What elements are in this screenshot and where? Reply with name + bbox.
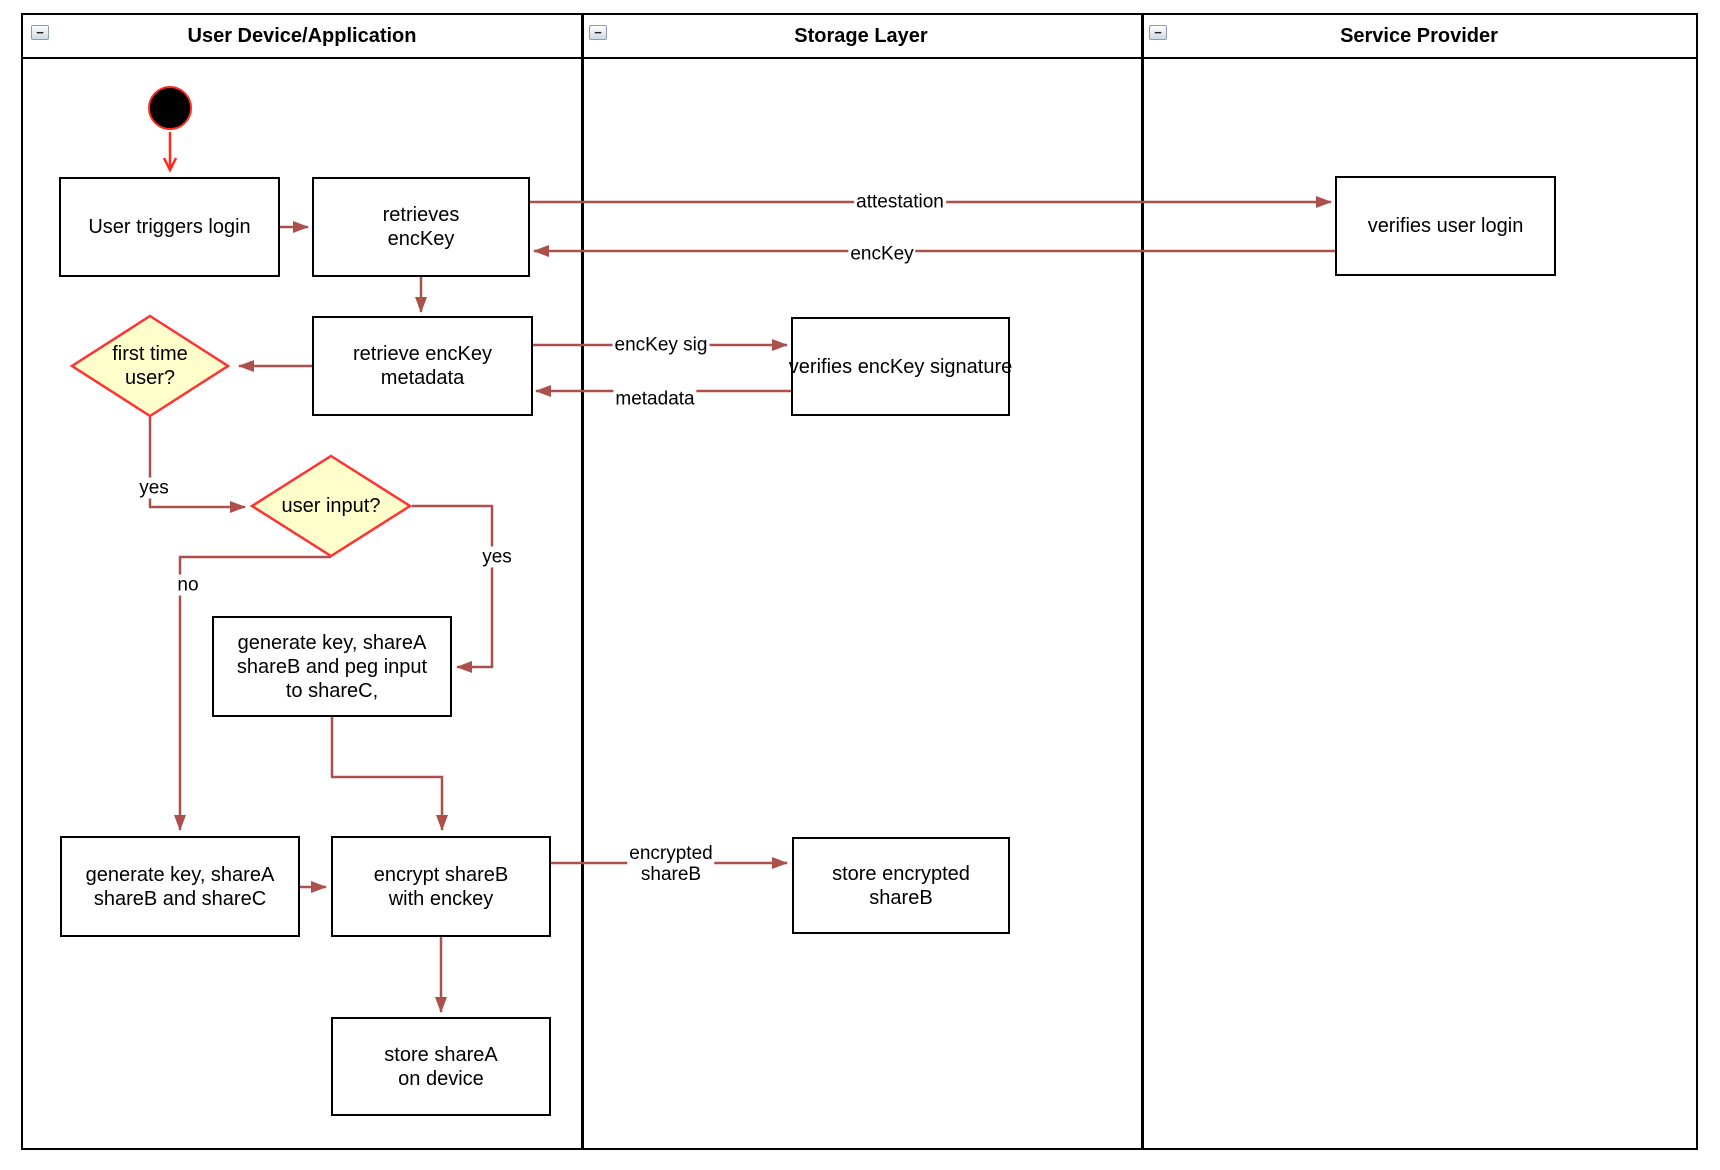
- node-label: user input?: [281, 495, 381, 517]
- lane-title-service-provider[interactable]: Service Provider: [1340, 24, 1498, 47]
- edge-label-yes-first-time[interactable]: yes: [137, 477, 171, 499]
- edge-label-metadata[interactable]: metadata: [613, 388, 697, 410]
- lane-divider-1: [581, 15, 584, 1148]
- lane-title-storage-layer[interactable]: Storage Layer: [794, 24, 928, 47]
- node-verifies-user-login[interactable]: verifies user login: [1335, 176, 1556, 276]
- node-label: store shareA on device: [384, 1043, 498, 1090]
- node-encrypt-shareb[interactable]: encrypt shareB with enckey: [331, 836, 551, 937]
- edge-label-enckey[interactable]: encKey: [848, 243, 916, 265]
- diamond-shape: [70, 314, 230, 418]
- node-label: encrypt shareB with enckey: [373, 863, 509, 910]
- decision-user-input[interactable]: user input?: [250, 454, 412, 558]
- edge-user-input-no[interactable]: [174, 555, 331, 831]
- node-label: generate key, shareA shareB and shareC: [85, 863, 275, 910]
- node-store-sharea[interactable]: store shareA on device: [331, 1017, 551, 1116]
- collapse-lane-icon[interactable]: −: [589, 25, 607, 40]
- collapse-lane-icon[interactable]: −: [1149, 25, 1167, 40]
- edge-first-time-yes[interactable]: [148, 417, 246, 513]
- lane-title-user-device[interactable]: User Device/Application: [187, 24, 417, 47]
- edge-label-no-user-input[interactable]: no: [175, 574, 201, 596]
- node-label: verifies encKey signature: [788, 355, 1013, 378]
- node-verifies-enckey-signature[interactable]: verifies encKey signature: [788, 317, 1013, 416]
- node-generate-key-sharec[interactable]: generate key, shareA shareB and shareC: [60, 836, 300, 937]
- node-generate-key-peg-input[interactable]: generate key, shareA shareB and peg inpu…: [212, 616, 452, 717]
- node-label: store encrypted shareB: [832, 862, 970, 909]
- swimlane-pool: User Device/Application Storage Layer Se…: [21, 13, 1698, 1150]
- node-label: verifies user login: [1367, 215, 1524, 237]
- node-label: retrieve encKey metadata: [353, 343, 492, 389]
- edge-label-yes-user-input[interactable]: yes: [480, 546, 514, 568]
- node-label: first time user?: [112, 343, 188, 389]
- node-label: generate key, shareA shareB and peg inpu…: [236, 631, 428, 702]
- edge-label-attestation[interactable]: attestation: [854, 191, 946, 213]
- start-node[interactable]: [148, 86, 192, 130]
- edge-user-input-yes[interactable]: [412, 504, 494, 673]
- node-retrieve-enckey-metadata[interactable]: retrieve encKey metadata: [312, 316, 533, 416]
- node-label: retrieves encKey: [382, 204, 460, 250]
- lane-divider-2: [1141, 15, 1144, 1148]
- collapse-lane-icon[interactable]: −: [31, 25, 49, 40]
- node-store-encrypted-shareb[interactable]: store encrypted shareB: [792, 837, 1010, 934]
- edge-label-encrypted-shareb[interactable]: encrypted shareB: [627, 843, 715, 885]
- diamond-shape: [250, 454, 412, 558]
- edge-peg-to-encrypt[interactable]: [330, 717, 448, 831]
- node-retrieves-enckey[interactable]: retrieves encKey: [312, 177, 530, 277]
- edge-label-enckey-sig[interactable]: encKey sig: [612, 334, 710, 356]
- node-label: User triggers login: [88, 216, 251, 238]
- lane-header-row: [23, 15, 1696, 59]
- node-user-triggers-login[interactable]: User triggers login: [59, 177, 280, 277]
- decision-first-time-user[interactable]: first time user?: [70, 314, 230, 418]
